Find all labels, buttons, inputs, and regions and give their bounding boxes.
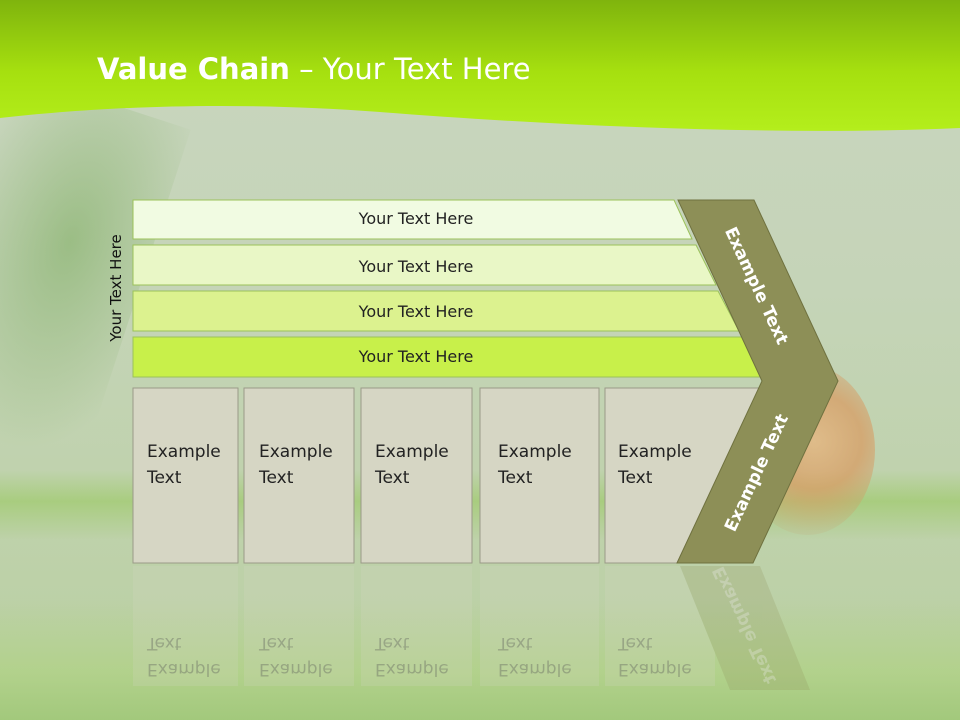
box-reflection — [361, 566, 472, 686]
band-4-label: Your Text Here — [358, 347, 474, 366]
title-rest: – Your Text Here — [289, 52, 531, 86]
slide-title: Value Chain – Your Text Here — [97, 52, 531, 86]
box-3 — [360, 387, 473, 564]
chevron-reflection — [680, 566, 810, 690]
box-reflection — [133, 566, 238, 686]
band-1-label: Your Text Here — [358, 209, 474, 228]
band-1 — [132, 199, 693, 240]
box-reflection — [480, 566, 599, 686]
box-2 — [243, 387, 355, 564]
header-band — [0, 0, 960, 131]
background-water — [0, 600, 960, 720]
chevron-arrow — [676, 199, 839, 564]
box-4 — [479, 387, 600, 564]
title-bold: Value Chain — [97, 52, 290, 86]
box-1 — [132, 387, 239, 564]
box-reflection — [605, 566, 715, 686]
band-2 — [132, 244, 717, 286]
box-reflection — [244, 566, 354, 686]
band-2-label: Your Text Here — [358, 257, 474, 276]
band-3-label: Your Text Here — [358, 302, 474, 321]
